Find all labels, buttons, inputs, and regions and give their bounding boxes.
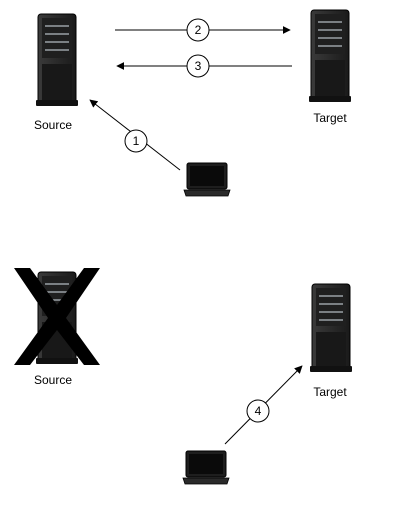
target-label: Target [313,385,347,399]
step-number: 2 [195,23,202,37]
step-badge-2: 2 [186,18,210,42]
source-label: Source [34,118,72,132]
x-mark-icon [14,268,100,365]
laptop-icon [182,450,230,485]
step-badge-3: 3 [186,54,210,78]
laptop-icon [183,162,231,197]
bottom-scene: Source Target 4 [14,268,352,485]
server-tower-icon [309,9,351,102]
server-tower-icon [310,283,352,372]
target-label: Target [313,111,347,125]
server-tower-icon [36,13,78,106]
top-scene: Source Target 2 3 1 [34,9,351,197]
step-badge-4: 4 [246,399,270,423]
step-number: 4 [255,404,262,418]
source-label: Source [34,373,72,387]
step-number: 3 [195,59,202,73]
step-badge-1: 1 [124,129,148,153]
step-number: 1 [133,134,140,148]
